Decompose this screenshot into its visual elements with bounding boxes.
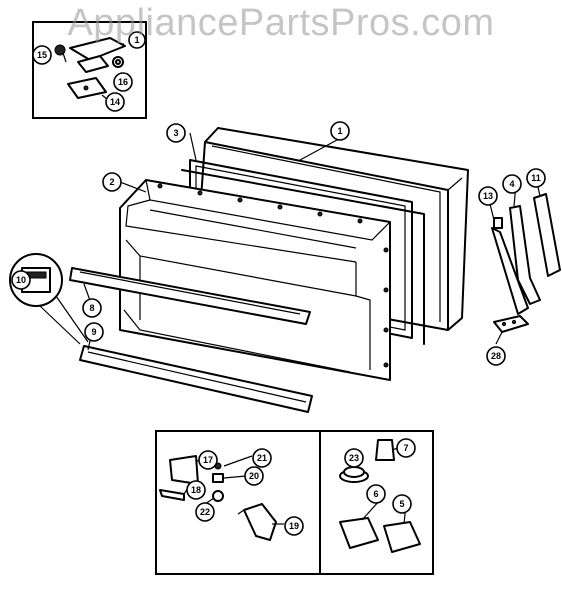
callout-18[interactable]: 18 <box>186 480 206 500</box>
svg-text:6: 6 <box>373 489 378 499</box>
callout-partial: 1 <box>128 31 146 49</box>
callout-17[interactable]: 17 <box>198 450 218 470</box>
callout-11[interactable]: 11 <box>526 168 546 188</box>
callout-15[interactable]: 15 <box>32 45 52 65</box>
detail-circle <box>9 253 89 345</box>
svg-text:3: 3 <box>173 128 178 138</box>
liner-rivets <box>157 183 389 368</box>
svg-text:22: 22 <box>200 507 210 517</box>
callout-23[interactable]: 23 <box>344 448 364 468</box>
callout-7[interactable]: 7 <box>396 438 416 458</box>
svg-text:10: 10 <box>16 275 26 285</box>
callout-20[interactable]: 20 <box>244 466 264 486</box>
svg-text:21: 21 <box>257 453 267 463</box>
svg-text:16: 16 <box>118 77 128 87</box>
callout-16[interactable]: 16 <box>113 72 133 92</box>
svg-text:5: 5 <box>399 499 404 509</box>
hinge-inset <box>32 21 147 119</box>
callout-19[interactable]: 19 <box>284 516 304 536</box>
callout-21[interactable]: 21 <box>252 448 272 468</box>
svg-text:17: 17 <box>203 455 213 465</box>
callout-13[interactable]: 13 <box>478 186 498 206</box>
callout-5[interactable]: 5 <box>392 494 412 514</box>
bottom-trim <box>79 345 313 413</box>
svg-text:9: 9 <box>91 327 96 337</box>
svg-text:8: 8 <box>89 303 94 313</box>
callout-22[interactable]: 22 <box>195 502 215 522</box>
svg-text:18: 18 <box>191 485 201 495</box>
hinge-plate <box>493 315 529 333</box>
svg-text:2: 2 <box>109 177 114 187</box>
svg-text:7: 7 <box>403 443 408 453</box>
callout-8[interactable]: 8 <box>82 298 102 318</box>
callout-1[interactable]: 1 <box>330 121 350 141</box>
svg-text:1: 1 <box>337 126 342 136</box>
door-liner <box>119 179 391 381</box>
svg-text:1: 1 <box>134 35 139 45</box>
svg-text:13: 13 <box>483 191 493 201</box>
callout-10[interactable]: 10 <box>11 270 31 290</box>
svg-text:14: 14 <box>110 97 120 107</box>
svg-text:23: 23 <box>349 453 359 463</box>
callout-9[interactable]: 9 <box>84 322 104 342</box>
callout-3[interactable]: 3 <box>166 123 186 143</box>
shelf-bar <box>69 267 311 325</box>
callout-28[interactable]: 28 <box>486 346 506 366</box>
svg-text:11: 11 <box>531 173 541 183</box>
callout-14[interactable]: 14 <box>105 92 125 112</box>
callout-4[interactable]: 4 <box>502 174 522 194</box>
hinge-brackets <box>491 193 561 315</box>
callout-6[interactable]: 6 <box>366 484 386 504</box>
svg-text:19: 19 <box>289 521 299 531</box>
svg-text:4: 4 <box>509 179 514 189</box>
callout-2[interactable]: 2 <box>102 172 122 192</box>
hardware-inset <box>155 430 434 575</box>
svg-text:28: 28 <box>491 351 501 361</box>
svg-text:15: 15 <box>37 50 47 60</box>
svg-text:20: 20 <box>249 471 259 481</box>
